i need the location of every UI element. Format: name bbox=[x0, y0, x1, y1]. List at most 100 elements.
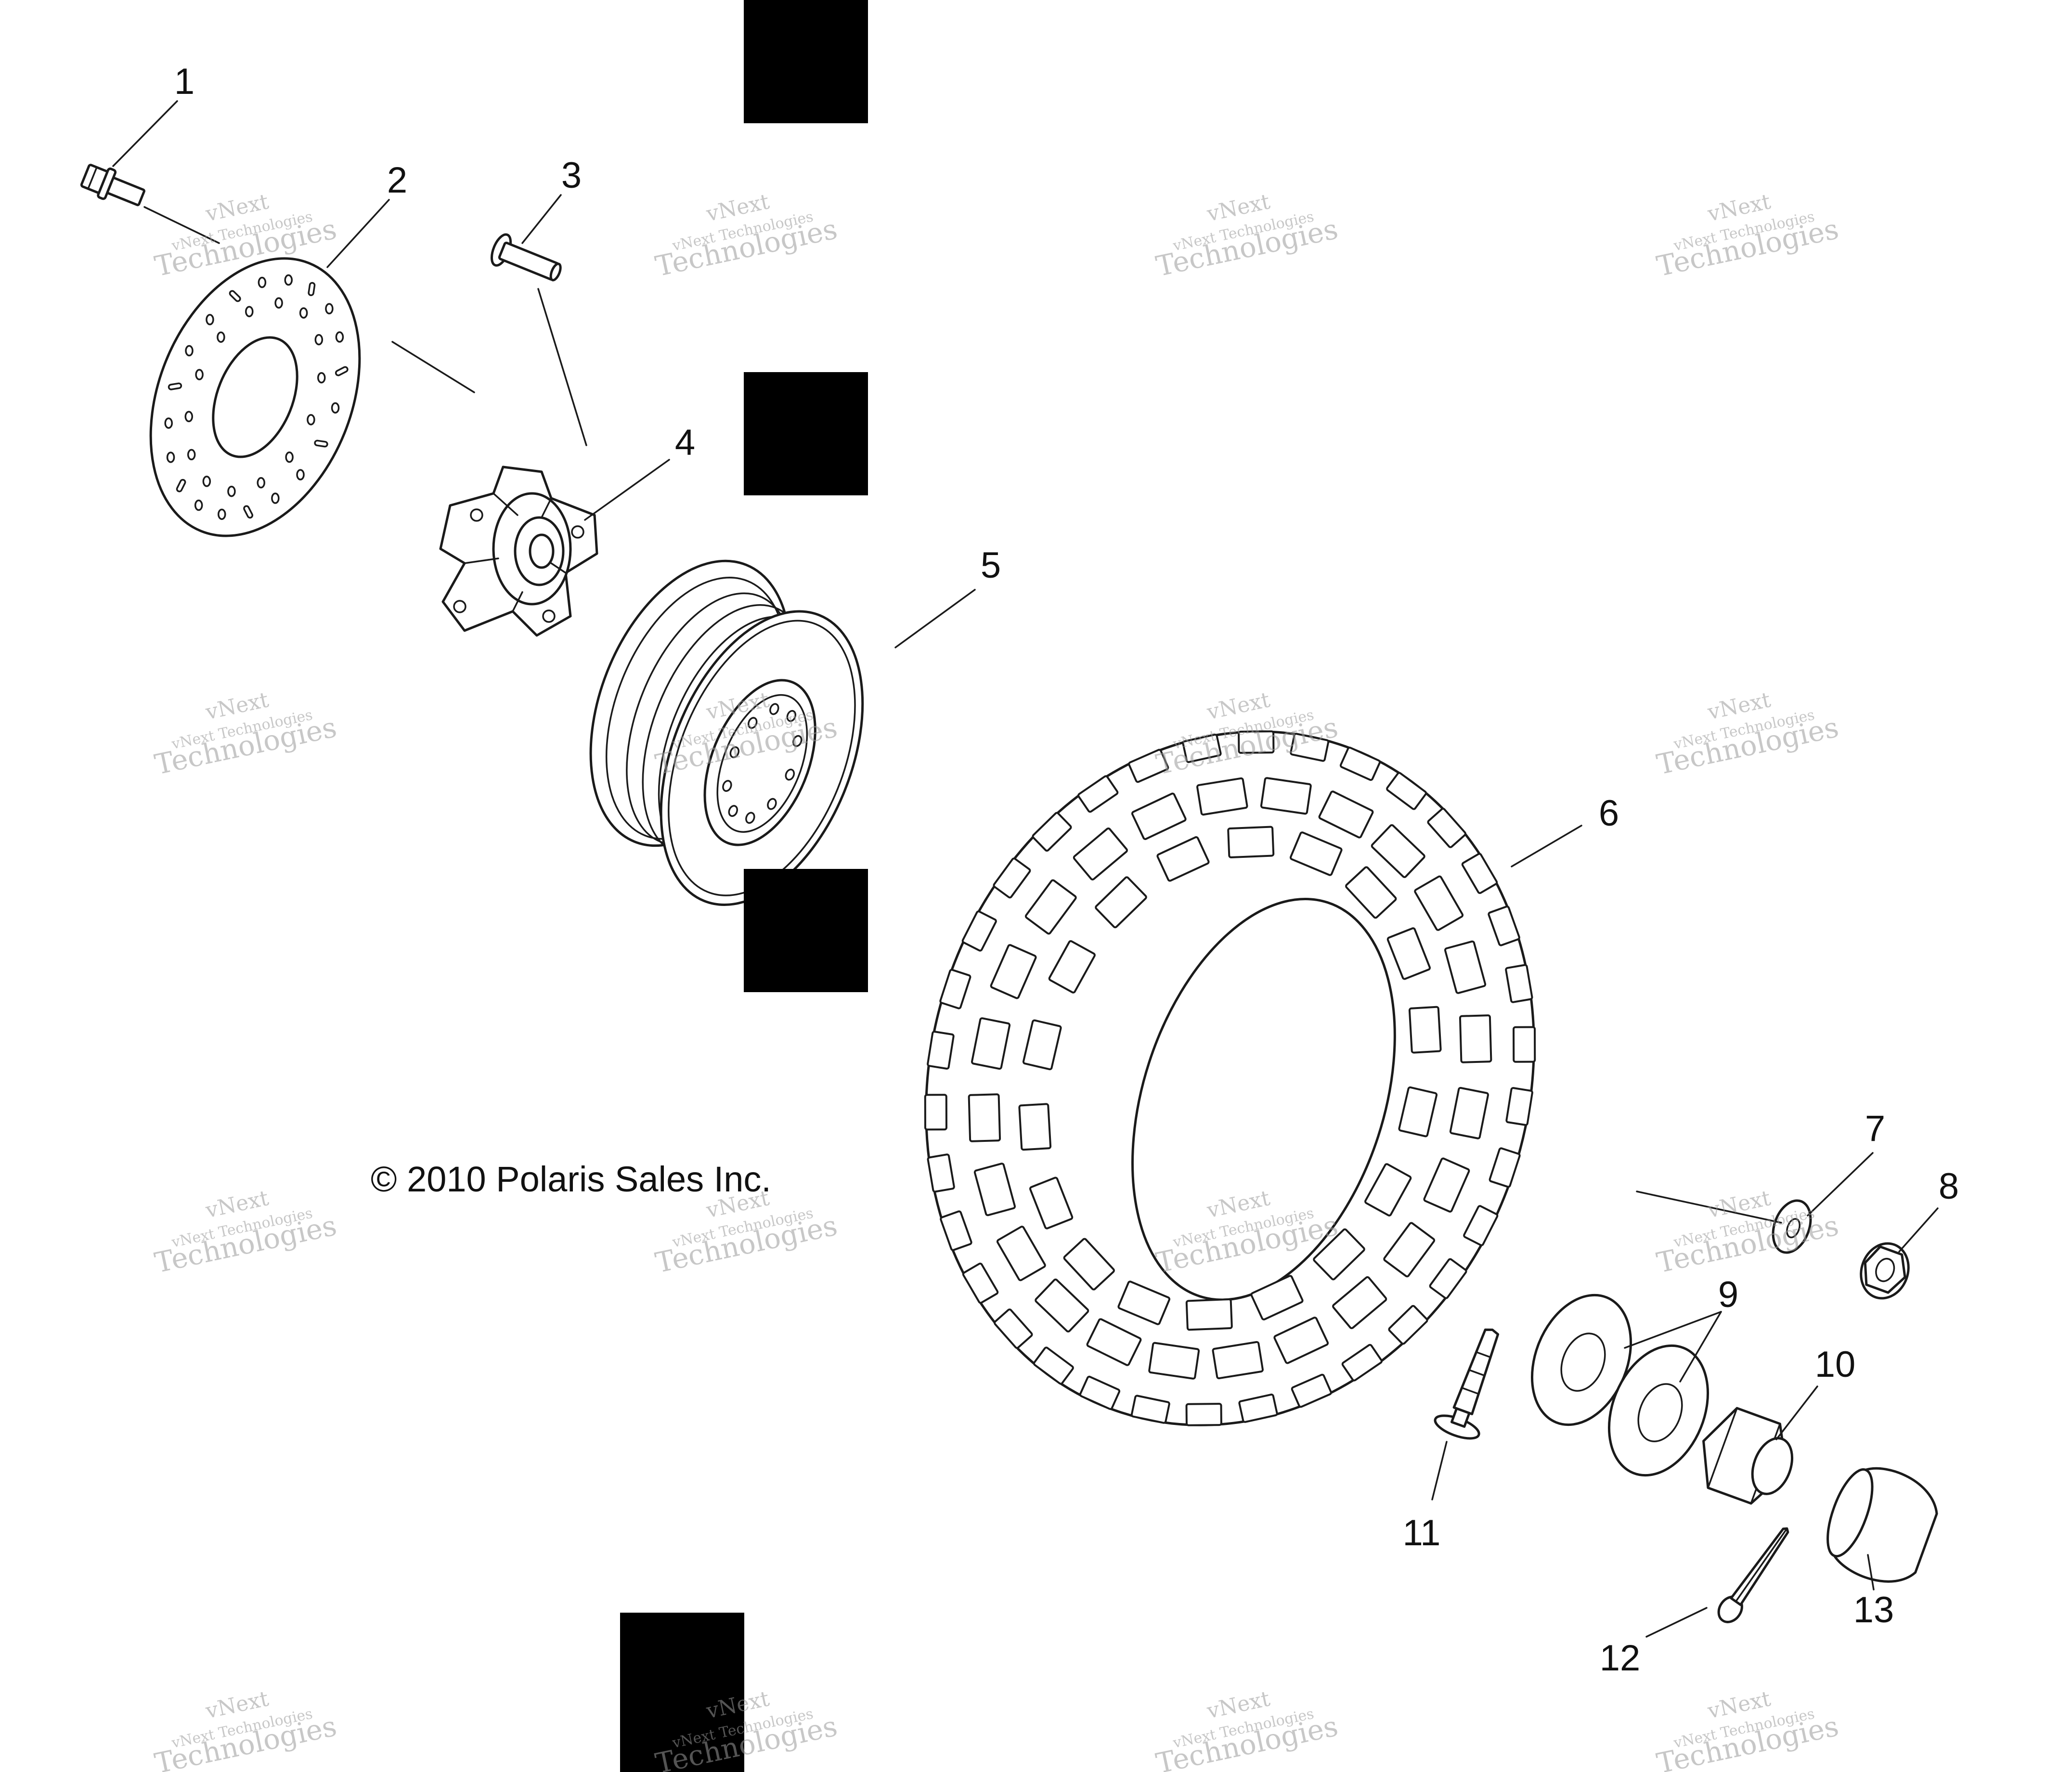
disc-hole bbox=[227, 485, 236, 497]
disc-hole bbox=[314, 440, 328, 448]
flange-nut-icon bbox=[1860, 1242, 1910, 1300]
hex-nut-icon bbox=[1702, 1407, 1794, 1505]
tread-lug bbox=[1383, 1222, 1436, 1278]
callout-9: 9 bbox=[1718, 1274, 1738, 1315]
tread-lug bbox=[1131, 792, 1187, 840]
tread-lug bbox=[1291, 1373, 1332, 1408]
callout-7: 7 bbox=[1865, 1108, 1885, 1149]
disc-hole bbox=[229, 290, 241, 302]
disc-hole bbox=[308, 282, 316, 297]
tread-lug bbox=[1345, 866, 1397, 919]
tread-lug bbox=[971, 1017, 1011, 1070]
tread-lug bbox=[1459, 1014, 1492, 1063]
tread-lug bbox=[1250, 1275, 1304, 1320]
tread-lug bbox=[1128, 749, 1169, 783]
tread-lug bbox=[1077, 775, 1119, 813]
tread-lug bbox=[1273, 1317, 1329, 1364]
disc-hole bbox=[284, 274, 293, 286]
tread-lug bbox=[1449, 1086, 1489, 1139]
tread-lug bbox=[1079, 1375, 1121, 1410]
wheel-stud-icon bbox=[1434, 1328, 1500, 1440]
tread-lug bbox=[1398, 1086, 1438, 1138]
disc-hole bbox=[184, 411, 194, 423]
tread-lug bbox=[962, 1262, 999, 1304]
tread-lug bbox=[1341, 1344, 1383, 1382]
tread-lug bbox=[1313, 1228, 1365, 1280]
tread-lug bbox=[1117, 1280, 1171, 1325]
tread-lug bbox=[1024, 879, 1077, 935]
rim-lug-hole bbox=[722, 780, 732, 792]
tread-lug bbox=[1238, 1393, 1278, 1423]
disc-hole bbox=[243, 505, 254, 519]
disc-hole bbox=[258, 276, 267, 288]
disc-hole bbox=[195, 369, 204, 380]
callout-5: 5 bbox=[981, 545, 1001, 586]
redaction-block bbox=[744, 869, 868, 992]
rim-lug-hole bbox=[785, 768, 795, 781]
callout-2: 2 bbox=[387, 160, 407, 201]
tread-lug bbox=[927, 1153, 955, 1193]
tread-lug bbox=[990, 944, 1037, 999]
tread-lug bbox=[1156, 836, 1210, 882]
disc-hole bbox=[176, 479, 186, 492]
redaction-block bbox=[744, 372, 868, 495]
brake-disc-icon bbox=[149, 257, 361, 537]
disc-hole bbox=[317, 372, 326, 384]
tread-lug bbox=[968, 1093, 1001, 1142]
tread-lug bbox=[1032, 812, 1072, 852]
disc-hole bbox=[166, 452, 175, 463]
tread-lug bbox=[1148, 1342, 1200, 1380]
redaction-blocks bbox=[620, 0, 868, 1772]
assembly-lines bbox=[143, 206, 1782, 1224]
wheel-rim-icon bbox=[589, 559, 864, 906]
tread-lug bbox=[1048, 940, 1096, 994]
disc-hole bbox=[185, 345, 194, 357]
tire-icon bbox=[924, 730, 1536, 1426]
callout-11: 11 bbox=[1403, 1513, 1441, 1553]
tread-lug bbox=[1388, 1305, 1428, 1345]
rim-lug-hole bbox=[769, 703, 779, 715]
disc-hole bbox=[257, 477, 265, 489]
disc-hole bbox=[285, 451, 294, 463]
disc-hole bbox=[187, 449, 196, 461]
flange-bolt-icon bbox=[80, 164, 145, 207]
rim-lug-hole bbox=[729, 746, 740, 759]
tread-lug bbox=[1095, 876, 1147, 929]
disc-hole bbox=[164, 417, 173, 429]
tread-lug bbox=[1182, 734, 1222, 763]
disc-hole bbox=[296, 469, 305, 480]
callout-6: 6 bbox=[1599, 793, 1619, 834]
disc-hole bbox=[335, 366, 349, 376]
leader-lines bbox=[112, 100, 1939, 1638]
disc-hole bbox=[307, 414, 315, 426]
tread-lug bbox=[1238, 730, 1275, 754]
tread-lug bbox=[996, 1226, 1046, 1281]
rim-lug-hole bbox=[745, 812, 755, 824]
disc-hole bbox=[325, 303, 334, 315]
callout-3: 3 bbox=[561, 155, 582, 196]
tread-lug bbox=[1185, 1298, 1233, 1331]
rim-lug-hole bbox=[786, 710, 797, 722]
disc-hole bbox=[218, 508, 226, 520]
tread-lug bbox=[1022, 1019, 1062, 1071]
tread-lug bbox=[1035, 1279, 1089, 1332]
callout-8: 8 bbox=[1939, 1166, 1959, 1207]
tread-lug bbox=[1414, 875, 1464, 931]
disc-hole bbox=[194, 499, 203, 511]
callout-labels: 1 2 3 4 5 6 7 8 9 10 11 12 13 bbox=[174, 61, 1959, 1679]
disc-hole bbox=[168, 382, 182, 390]
rim-lug-hole bbox=[767, 798, 777, 810]
tread-lug bbox=[1073, 828, 1128, 880]
tread-lug bbox=[1212, 1341, 1264, 1380]
tread-lug bbox=[1444, 940, 1487, 994]
callout-10: 10 bbox=[1815, 1344, 1856, 1385]
tread-lug bbox=[973, 1163, 1016, 1216]
tread-lug bbox=[1227, 826, 1275, 858]
